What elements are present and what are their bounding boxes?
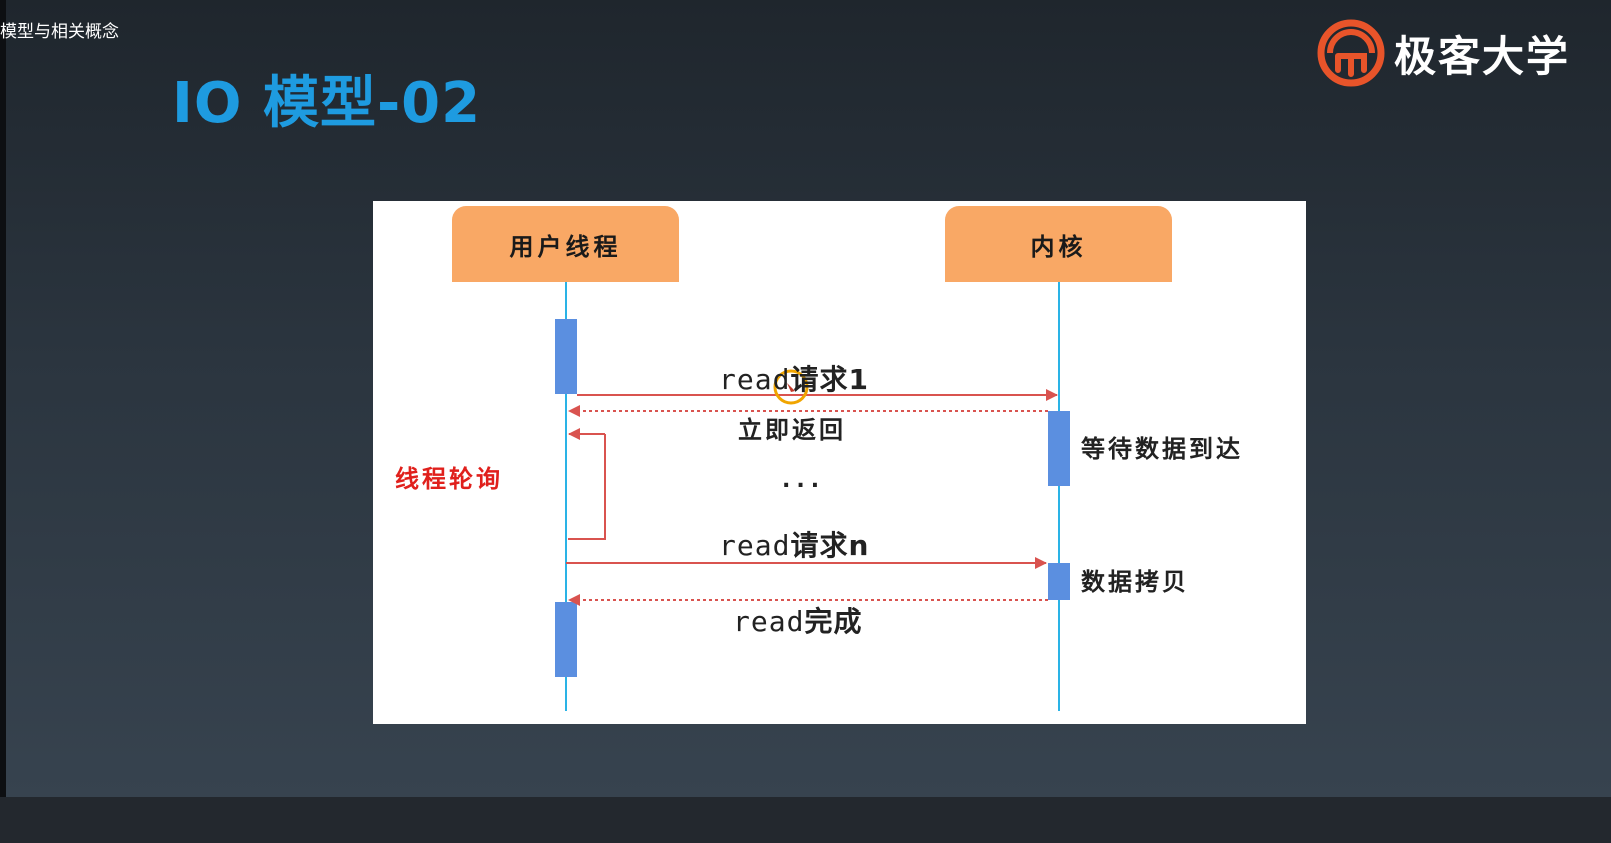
actor-user-thread-label: 用户线程 — [509, 232, 622, 261]
read-done-label: read完成 — [733, 605, 863, 638]
wait-for-data-note: 等待数据到达 — [1081, 435, 1243, 463]
video-control-bar — [0, 797, 1611, 843]
user-activation-2 — [555, 602, 577, 677]
slide-title: IO 模型-02 — [172, 71, 482, 136]
brand-logo: 极客大学 — [1316, 18, 1570, 88]
actor-user-thread: 用户线程 — [452, 206, 679, 282]
window-edge — [0, 0, 6, 843]
geek-logo-icon — [1317, 19, 1385, 87]
data-copy-note: 数据拷贝 — [1081, 568, 1189, 596]
polling-loop-line — [568, 434, 606, 540]
brand-name: 极客大学 — [1394, 31, 1571, 81]
thread-polling-note: 线程轮询 — [395, 465, 503, 493]
diagram-graphics — [555, 279, 1070, 711]
user-activation-1 — [555, 319, 577, 394]
io-sequence-diagram: 用户线程 内核 read请求1 立即返回 等待数据到达 线程轮询 ... rea… — [373, 201, 1306, 724]
kernel-activation-wait — [1048, 411, 1070, 486]
actor-kernel-label: 内核 — [1030, 232, 1087, 261]
cursor-pointer-icon — [787, 383, 795, 392]
cursor-highlight-icon — [773, 369, 809, 405]
read-request-1-label: read请求1 — [719, 363, 869, 396]
kernel-activation-copy — [1048, 563, 1070, 600]
actor-kernel: 内核 — [945, 206, 1172, 282]
ellipsis: ... — [782, 468, 826, 493]
video-title: 模型与相关概念 — [0, 22, 119, 42]
return-immediately-label: 立即返回 — [738, 416, 846, 444]
read-request-n-label: read请求n — [719, 529, 870, 562]
